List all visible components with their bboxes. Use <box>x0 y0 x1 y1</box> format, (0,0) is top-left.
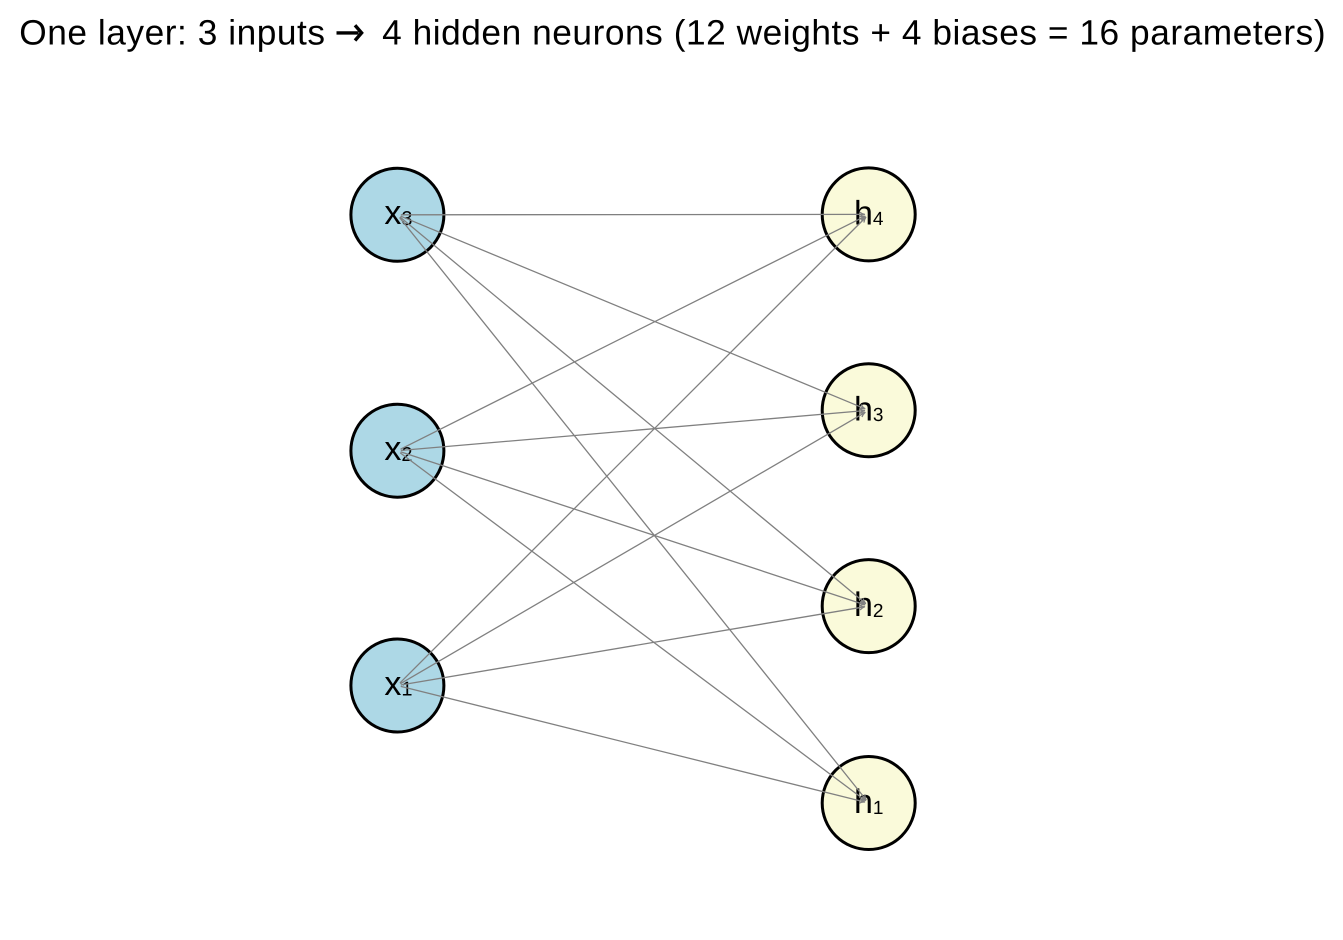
svg-text:One layer: 3 inputs → 4 hidden: One layer: 3 inputs → 4 hidden neurons (… <box>19 14 1326 53</box>
